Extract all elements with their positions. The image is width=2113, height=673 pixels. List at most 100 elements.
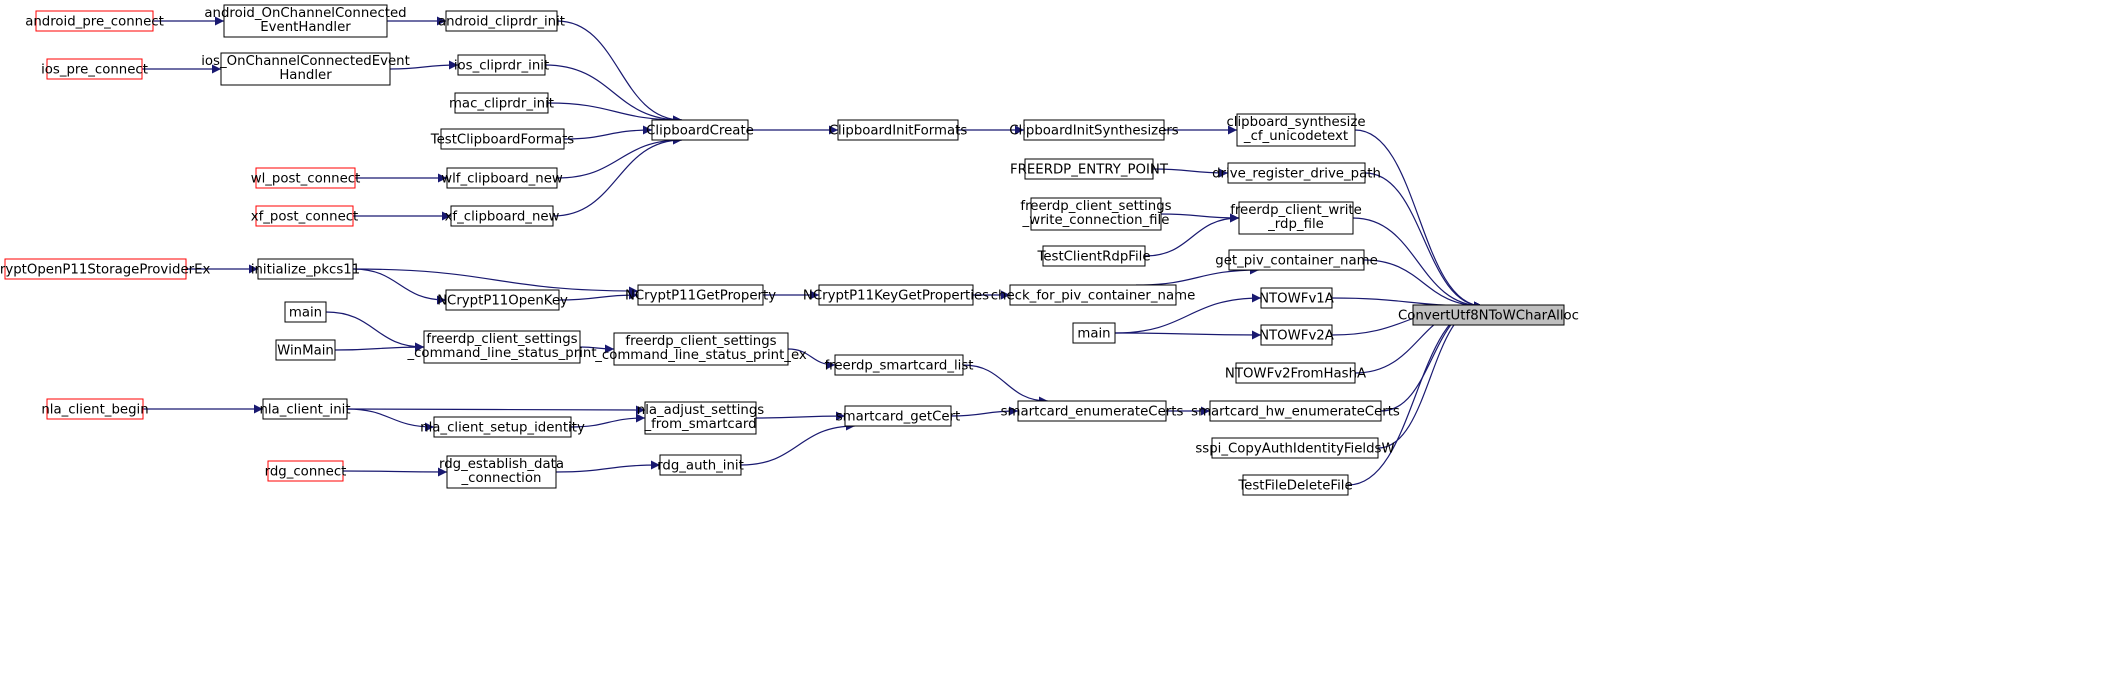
node-box (1242, 474, 1349, 496)
node-clipboardcreate[interactable]: ClipboardCreate (646, 119, 754, 141)
node-ncryptp11openkey[interactable]: NCryptP11OpenKey (437, 289, 568, 311)
node-fcs-write-connection-file[interactable]: freerdp_client_settings_write_connection… (1020, 197, 1172, 231)
edge-get-piv-container-name-to-convertutf8ntowcharalloc (1363, 259, 1484, 311)
node-box (651, 119, 749, 141)
node-ios-pre-connect[interactable]: ios_pre_connect (41, 58, 148, 80)
node-label: _cf_unicodetext (1243, 129, 1348, 144)
node-label: TestFileDeleteFile (1237, 479, 1352, 494)
edge-nla-adjust-settings-to-smartcard-getcert (755, 411, 846, 421)
node-box (284, 301, 327, 323)
node-label: initialize_pkcs11 (251, 263, 360, 278)
node-mac-cliprdr-init[interactable]: mac_cliprdr_init (449, 92, 554, 114)
node-freerdp-entry-point[interactable]: FREERDP_ENTRY_POINT (1010, 158, 1169, 180)
edge-winmain-to-fcs-clsp (334, 342, 425, 352)
node-main-a[interactable]: main (284, 301, 327, 323)
node-box (1024, 158, 1154, 180)
node-box (262, 398, 348, 420)
node-box (440, 128, 565, 150)
node-label: _from_smartcard (643, 417, 756, 432)
node-box (1236, 113, 1356, 147)
node-label: freerdp_client_settings (1020, 199, 1171, 214)
node-label: sspi_CopyAuthIdentityFieldsW (1195, 442, 1394, 457)
node-label: smartcard_enumerateCerts (1001, 405, 1184, 420)
node-label: check_for_piv_container_name (991, 289, 1196, 304)
node-nla-client-init[interactable]: nla_client_init (259, 398, 351, 420)
edge-ncryptp11openkey-to-ncryptp11getproperty (558, 290, 639, 301)
node-android-pre-connect[interactable]: android_pre_connect (25, 10, 164, 32)
node-label: nla_client_setup_identity (420, 421, 585, 436)
node-label: NTOWFv2A (1259, 329, 1334, 344)
node-label: android_cliprdr_init (438, 15, 565, 30)
node-smartcard-hw-enumeratecerts[interactable]: smartcard_hw_enumerateCerts (1191, 400, 1400, 422)
node-ntowfv2a[interactable]: NTOWFv2A (1259, 324, 1334, 346)
node-label: _connection (461, 471, 542, 486)
node-winmain[interactable]: WinMain (275, 339, 336, 361)
edge-nla-client-init-to-nla-client-setup-identity (346, 408, 435, 432)
node-initialize-pkcs11[interactable]: initialize_pkcs11 (251, 258, 360, 280)
node-xf-post-connect[interactable]: xf_post_connect (251, 205, 359, 227)
edge-smartcard-getcert-to-smartcard-enumeratecerts (950, 406, 1019, 417)
node-get-piv-container-name[interactable]: get_piv_container_name (1215, 249, 1378, 271)
node-ncryptopenp11storageproviderex[interactable]: NCryptOpenP11StorageProviderEx (0, 258, 210, 280)
node-sspi-copyauthidentityfieldsw[interactable]: sspi_CopyAuthIdentityFieldsW (1195, 437, 1395, 459)
node-rdg-establish-data[interactable]: rdg_establish_data_connection (439, 455, 564, 489)
node-clipboard-synthesize[interactable]: clipboard_synthesize_cf_unicodetext (1226, 113, 1366, 147)
node-box (423, 330, 581, 364)
node-box (445, 10, 558, 32)
node-label: ios_cliprdr_init (454, 59, 549, 74)
node-testclientrdpfile[interactable]: TestClientRdpFile (1036, 245, 1151, 267)
node-ntowfv1a[interactable]: NTOWFv1A (1259, 287, 1334, 309)
node-ncryptp11getproperty[interactable]: NCryptP11GetProperty (625, 284, 776, 306)
edge-wlf-clipboard-new-to-clipboardcreate (556, 135, 683, 179)
node-box (4, 258, 187, 280)
node-label: android_OnChannelConnected (204, 6, 406, 21)
node-nla-client-setup-identity[interactable]: nla_client_setup_identity (420, 416, 585, 438)
node-android-cliprdr-init[interactable]: android_cliprdr_init (438, 10, 565, 32)
node-label: wlf_clipboard_new (441, 172, 563, 187)
node-label: freerdp_client_settings (625, 334, 776, 349)
node-main-b[interactable]: main (1072, 322, 1116, 344)
node-ntowfv2fromhasha[interactable]: NTOWFv2FromHashA (1225, 362, 1366, 384)
node-freerdp-client-write-rdp-file[interactable]: freerdp_client_write_rdp_file (1230, 201, 1362, 235)
node-fcs-clsp-ex[interactable]: freerdp_client_settings_command_line_sta… (594, 332, 807, 366)
node-box (255, 167, 356, 189)
node-testfiledeletefile[interactable]: TestFileDeleteFile (1237, 474, 1353, 496)
node-nla-adjust-settings[interactable]: nla_adjust_settings_from_smartcard (637, 401, 765, 435)
node-smartcard-enumeratecerts[interactable]: smartcard_enumerateCerts (1001, 400, 1184, 422)
node-box (1030, 197, 1162, 231)
node-label: rdg_auth_init (657, 459, 744, 474)
node-box (457, 54, 546, 76)
node-box (267, 460, 344, 482)
node-xf-clipboard-new[interactable]: xf_clipboard_new (445, 205, 560, 227)
node-wl-post-connect[interactable]: wl_post_connect (251, 167, 361, 189)
node-box (1017, 400, 1167, 422)
node-clipboardinitformats[interactable]: ClipboardInitFormats (829, 119, 968, 141)
node-nla-client-begin[interactable]: nla_client_begin (41, 398, 149, 420)
node-box (1072, 322, 1116, 344)
edge-rdg-connect-to-rdg-establish-data (342, 467, 448, 477)
edge-clipboard-synthesize-to-convertutf8ntowcharalloc (1354, 129, 1484, 311)
node-drive-register-drive-path[interactable]: drive_register_drive_path (1212, 162, 1381, 184)
node-box (46, 58, 143, 80)
node-rdg-connect[interactable]: rdg_connect (265, 460, 347, 482)
node-smartcard-getcert[interactable]: smartcard_getCert (836, 405, 960, 427)
node-testclipboardformats[interactable]: TestClipboardFormats (430, 128, 575, 150)
node-ncryptp11keygetproperties[interactable]: NCryptP11KeyGetProperties (803, 284, 989, 306)
node-check-for-piv-container-name[interactable]: check_for_piv_container_name (991, 284, 1196, 306)
node-label: clipboard_synthesize (1226, 115, 1365, 130)
node-box (446, 167, 558, 189)
node-label: wl_post_connect (251, 172, 361, 187)
node-convertutf8ntowcharalloc[interactable]: ConvertUtf8NToWCharAlloc (1398, 304, 1579, 326)
node-fcs-clsp[interactable]: freerdp_client_settings_command_line_sta… (406, 330, 597, 364)
node-ios-cliprdr-init[interactable]: ios_cliprdr_init (454, 54, 549, 76)
node-label: nla_adjust_settings (637, 403, 765, 418)
node-wlf-clipboard-new[interactable]: wlf_clipboard_new (441, 167, 563, 189)
node-freerdp-smartcard-list[interactable]: freerdp_smartcard_list (825, 354, 974, 376)
node-box (433, 416, 572, 438)
edge-freerdp-client-write-rdp-file-to-convertutf8ntowcharalloc (1352, 217, 1484, 311)
node-clipboardinitsynthesizers[interactable]: ClipboardInitSynthesizers (1009, 119, 1179, 141)
node-rdg-auth-init[interactable]: rdg_auth_init (657, 454, 744, 476)
node-box (1211, 437, 1379, 459)
